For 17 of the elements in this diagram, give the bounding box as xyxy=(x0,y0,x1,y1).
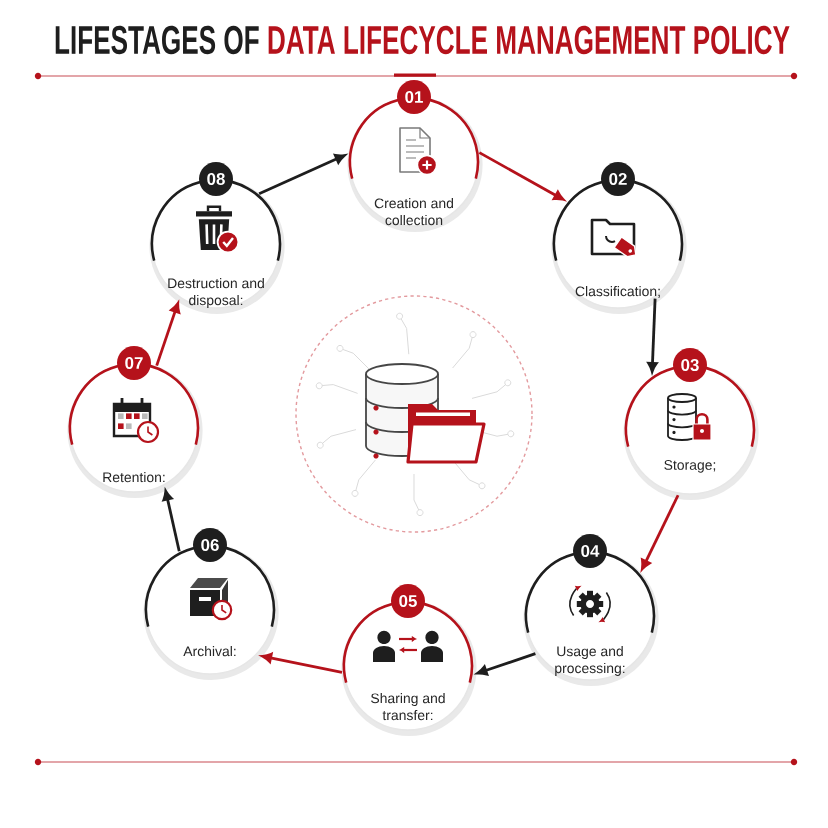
arrow xyxy=(261,652,343,674)
arrow xyxy=(258,153,346,195)
number-badge: 04 xyxy=(573,534,607,568)
number-badge: 03 xyxy=(673,348,707,382)
arrow xyxy=(476,652,536,676)
arrow xyxy=(641,494,680,571)
number-badge: 07 xyxy=(117,346,151,380)
title: LIFESTAGES OF DATA LIFECYCLE MANAGEMENT POLICY xyxy=(55,25,790,55)
arrow xyxy=(647,298,658,373)
number-badge: 06 xyxy=(193,528,227,562)
number-badge: 02 xyxy=(601,162,635,196)
number-badge: 01 xyxy=(397,80,431,114)
arrow xyxy=(162,490,181,552)
number-badge: 08 xyxy=(199,162,233,196)
arrow xyxy=(155,302,181,367)
arrow xyxy=(478,151,565,201)
number-badge: 05 xyxy=(391,584,425,618)
